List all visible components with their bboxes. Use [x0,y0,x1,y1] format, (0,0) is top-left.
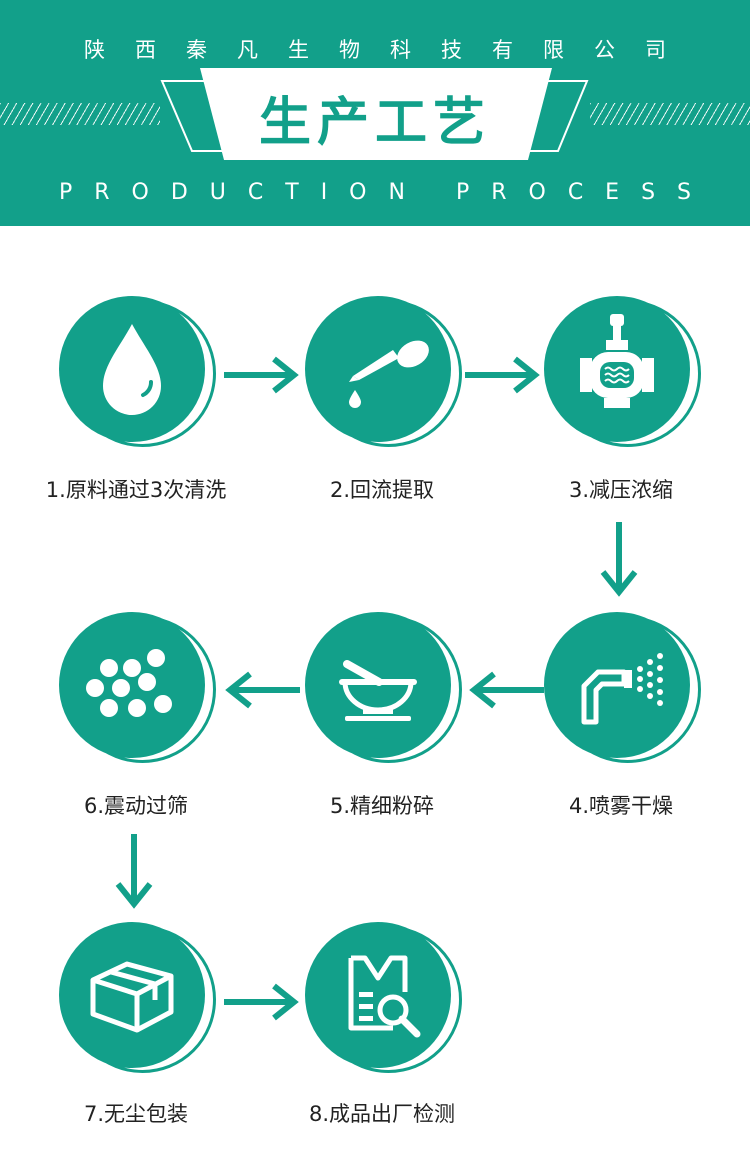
step-5 [305,612,465,772]
step-label-6: 6.震动过筛 [83,794,189,818]
arrow-right-icon [465,356,540,394]
step-6 [59,612,219,772]
step-8 [305,922,465,1082]
step-7 [59,922,219,1082]
hatch-decoration-right [590,103,750,125]
step-4 [544,612,704,772]
step-label-7: 7.无尘包装 [83,1102,189,1126]
page-subtitle: PRODUCTION PROCESS [58,180,714,205]
step-label-3: 3.减压浓缩 [568,478,674,502]
arrow-left-icon [225,671,300,709]
mortar-pestle-icon [339,660,417,721]
step-disc [305,922,451,1068]
document-search-icon [348,955,421,1038]
arrow-left-icon [469,671,544,709]
water-drop-icon [103,324,161,415]
arrow-down-icon [115,834,153,909]
hatch-decoration-left [0,103,160,125]
step-1 [59,296,219,456]
arrow-right-icon [224,356,299,394]
company-name: 陕西秦凡生物科技有限公司 [84,38,696,62]
step-label-2: 2.回流提取 [329,478,435,502]
concentrator-icon [580,314,654,408]
header-banner: 陕西秦凡生物科技有限公司 生产工艺 PRODUCTION PROCESS [0,0,750,226]
arrow-down-icon [600,522,638,597]
particles-icon [86,649,172,717]
step-label-1: 1.原料通过3次清洗 [45,478,227,502]
step-label-4: 4.喷雾干燥 [568,794,674,818]
step-label-5: 5.精细粉碎 [329,794,435,818]
page-title: 生产工艺 [258,93,491,153]
spray-nozzle-icon [581,653,663,725]
arrow-right-icon [224,983,299,1021]
box-icon [90,961,174,1033]
step-3 [544,296,704,456]
step-disc [59,612,205,758]
title-frame [160,68,589,160]
dropper-icon [349,340,429,408]
step-label-8: 8.成品出厂检测 [308,1102,456,1126]
step-2 [305,296,465,456]
